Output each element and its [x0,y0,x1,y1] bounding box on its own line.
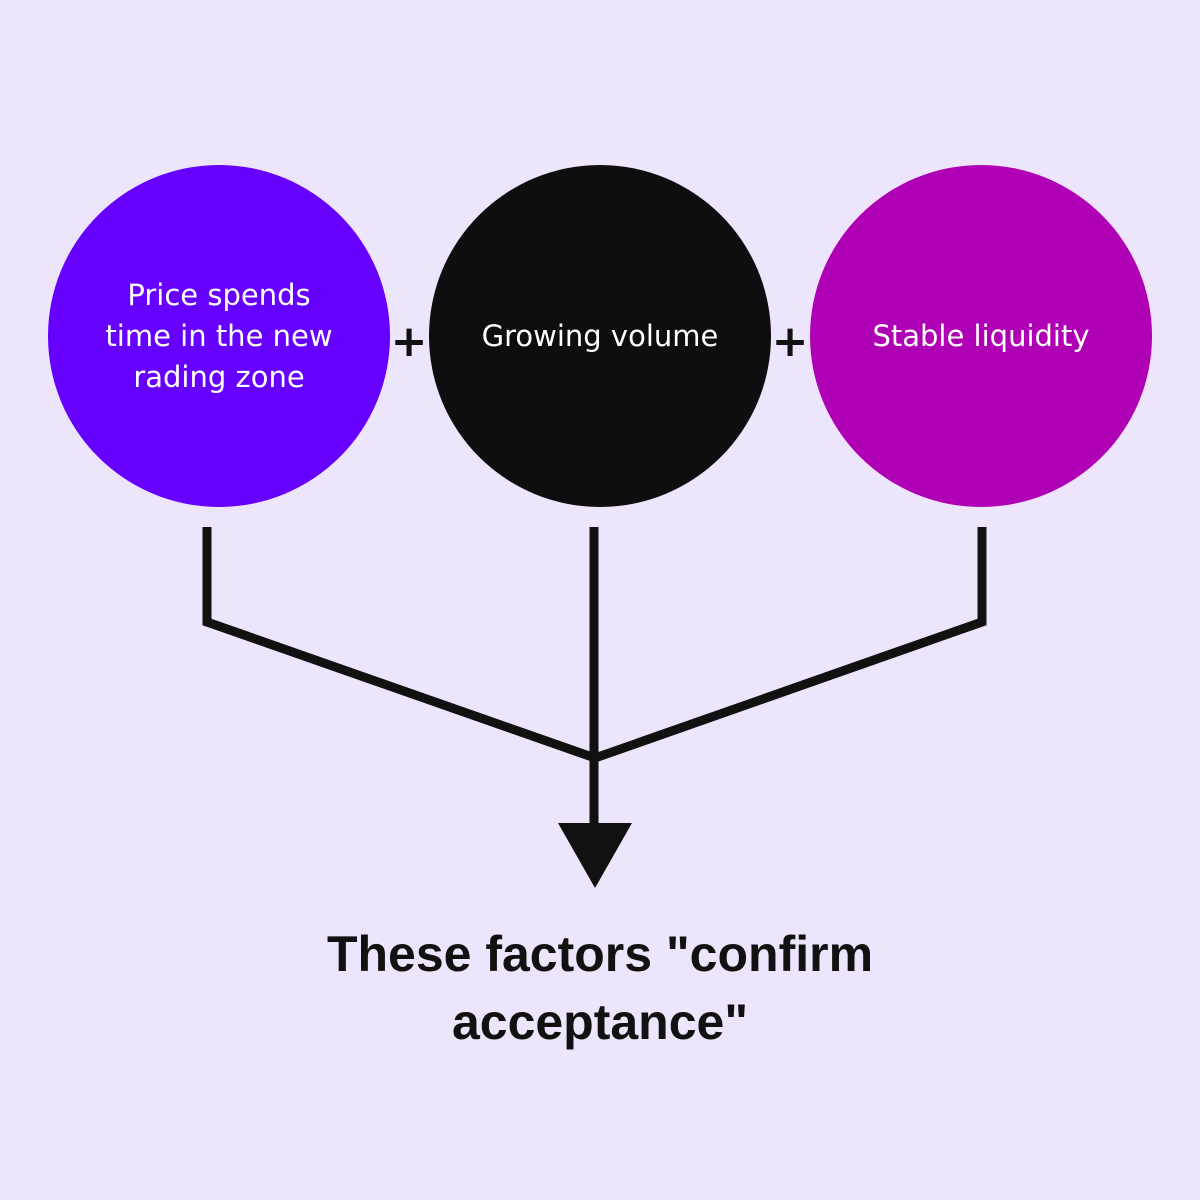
conclusion-text: These factors "confirm acceptance" [326,926,874,1050]
plus-icon: + [771,316,809,367]
plus-icon: + [390,316,428,367]
arrow-down-icon [558,823,632,888]
factor-label: Growing volume [481,318,719,353]
left-branch-line [202,527,597,763]
factor-circle-stable-liquidity: Stable liquidity [810,165,1152,507]
factor-circle-growing-volume: Growing volume [429,165,771,507]
factor-label: Price spends time in the new rading zone [105,277,333,394]
right-branch-line [593,527,987,763]
factor-label: Stable liquidity [872,318,1090,353]
factor-circle-price-time: Price spends time in the new rading zone [48,165,390,507]
